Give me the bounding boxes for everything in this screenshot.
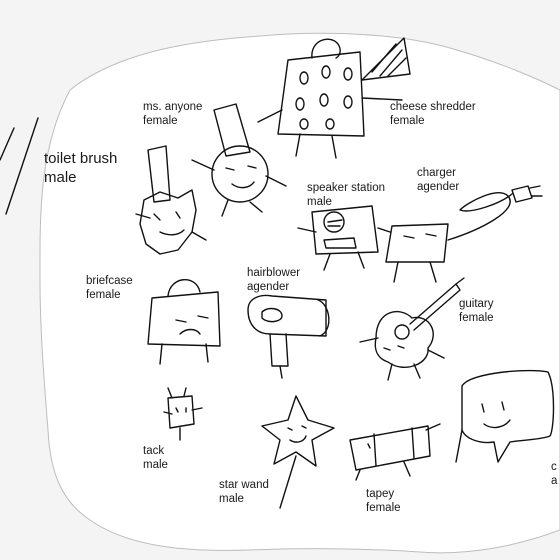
tapey-gender: female [366,502,401,514]
toilet-brush-gender: male [44,169,77,186]
label-cheese-shredder: cheese shredder female [390,100,476,128]
toilet-brush-drawing [135,145,207,255]
tack-gender: male [143,459,168,471]
star-wand-gender: male [219,493,244,505]
label-tapey: tapey female [366,487,401,515]
hairblower-drawing [247,294,330,379]
cheese-shredder-gender: female [390,115,425,127]
speaker-station-gender: male [307,196,332,208]
speaker-station-name: speaker station [307,182,385,194]
c-character-drawing [455,369,555,463]
guitary-name: guitary [459,298,494,310]
tapey-drawing [349,423,441,481]
margin-strokes [0,117,39,215]
label-ms-anyone: ms. anyone female [143,100,202,128]
guitary-drawing [359,277,465,381]
label-c-character: c a [551,460,557,488]
charger-gender: agender [417,181,460,193]
label-guitary: guitary female [459,297,494,325]
label-tack: tack male [143,444,168,472]
ms-anyone-drawing [191,103,287,217]
label-toilet-brush: toilet brush male [44,149,117,187]
tapey-name: tapey [366,488,395,500]
label-star-wand: star wand male [219,478,269,506]
star-wand-name: star wand [219,479,269,491]
charger-drawing [385,185,543,283]
cheese-shredder-name: cheese shredder [390,101,476,113]
label-speaker-station: speaker station male [307,181,385,209]
label-hairblower: hairblower agender [247,266,300,294]
toilet-brush-name: toilet brush [44,150,118,167]
tack-drawing [163,387,203,441]
c-character-name: c [551,461,557,473]
guitary-gender: female [459,312,494,324]
star-wand-drawing [261,395,335,509]
c-character-gender: a [551,475,558,487]
briefcase-drawing [147,278,221,365]
hairblower-gender: agender [247,281,290,293]
briefcase-name: briefcase [86,275,133,287]
hairblower-name: hairblower [247,267,301,279]
ms-anyone-gender: female [143,115,178,127]
tack-name: tack [143,445,165,457]
label-charger: charger agender [417,166,459,194]
briefcase-gender: female [86,289,121,301]
charger-name: charger [417,167,456,179]
speaker-station-drawing [297,205,391,271]
cheese-shredder-drawing [257,37,411,159]
ms-anyone-name: ms. anyone [143,101,203,113]
label-briefcase: briefcase female [86,274,133,302]
